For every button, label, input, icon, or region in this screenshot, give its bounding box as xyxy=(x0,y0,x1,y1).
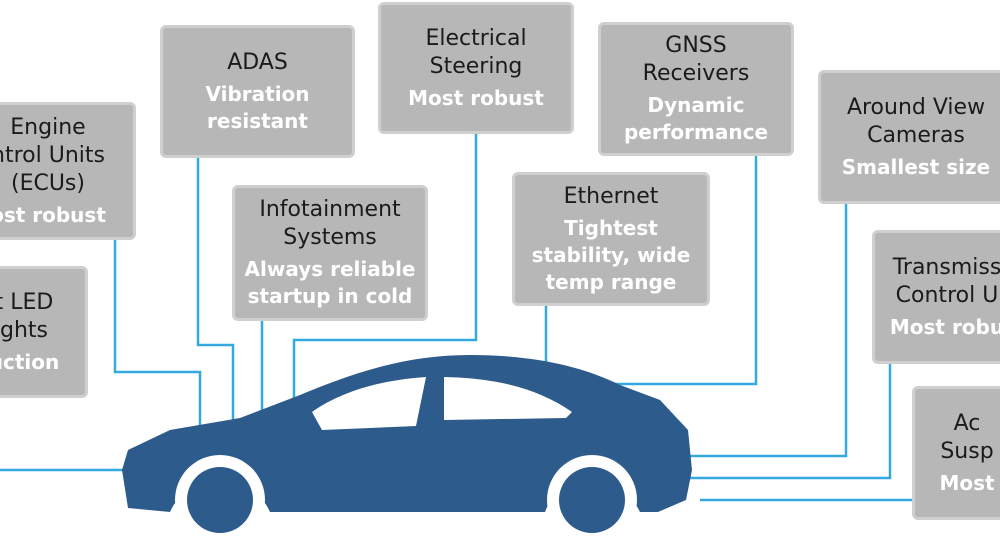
box-gnss-receivers-title: GNSS Receivers xyxy=(642,33,750,86)
box-electrical-steering-title: Electrical Steering xyxy=(425,25,527,79)
box-led-lights-attribute: uction xyxy=(0,349,60,374)
box-active-suspension: Ac Susp Most xyxy=(912,386,1000,520)
box-led-lights: t LED ghts uction xyxy=(0,266,88,398)
box-around-view-cameras: Around View Cameras Smallest size xyxy=(818,70,1000,204)
car-window-rear xyxy=(444,377,572,420)
box-around-view-cameras-attribute: Smallest size xyxy=(841,154,991,179)
box-transmission-control: Transmiss Control U Most robu xyxy=(872,230,1000,364)
box-gnss-receivers-attribute: Dynamic performance xyxy=(623,93,769,144)
box-ecu: Engine ntrol Units (ECUs) ost robust xyxy=(0,102,136,240)
box-infotainment-title: Infotainment Systems xyxy=(259,197,401,250)
box-ethernet-attribute: Tightest stability, wide temp range xyxy=(531,215,691,294)
connector-cameras xyxy=(686,203,848,458)
box-gnss-receivers: GNSS Receivers Dynamic performance xyxy=(598,22,794,156)
connector-ecu xyxy=(113,235,202,450)
connector-gnss xyxy=(598,155,758,386)
connector-steering xyxy=(292,133,478,446)
box-around-view-cameras-title: Around View Cameras xyxy=(846,94,986,148)
rear-wheel-hub xyxy=(187,467,253,533)
front-wheel-hub xyxy=(559,467,625,533)
box-electrical-steering: Electrical Steering Most robust xyxy=(378,2,574,134)
box-active-suspension-attribute: Most xyxy=(939,470,995,495)
box-adas-title: ADAS xyxy=(227,49,288,75)
car-window-front xyxy=(312,377,426,430)
box-ethernet: Ethernet Tightest stability, wide temp r… xyxy=(512,172,710,306)
box-electrical-steering-attribute: Most robust xyxy=(408,85,544,110)
box-infotainment-attribute: Always reliable startup in cold xyxy=(244,257,416,308)
box-led-lights-title: t LED ghts xyxy=(0,289,54,343)
box-transmission-control-title: Transmiss Control U xyxy=(892,254,1000,308)
box-ethernet-title: Ethernet xyxy=(563,183,659,209)
box-adas-attribute: Vibration resistant xyxy=(205,81,310,133)
box-adas: ADAS Vibration resistant xyxy=(160,25,355,158)
box-infotainment: Infotainment Systems Always reliable sta… xyxy=(232,185,428,321)
car-body xyxy=(122,355,692,512)
connector-adas xyxy=(196,158,235,450)
box-transmission-control-attribute: Most robu xyxy=(889,314,1000,339)
box-active-suspension-title: Ac Susp xyxy=(940,410,994,464)
box-ecu-title: Engine ntrol Units (ECUs) xyxy=(0,114,105,196)
box-ecu-attribute: ost robust xyxy=(0,202,106,227)
